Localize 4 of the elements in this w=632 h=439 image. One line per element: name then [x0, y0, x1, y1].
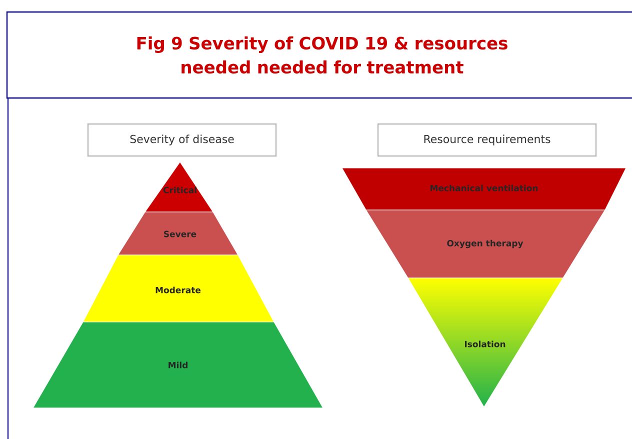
heading-box: Severity of disease	[88, 124, 276, 156]
heading-box: Resource requirements	[378, 124, 596, 156]
pyramid-level: Moderate	[82, 254, 274, 322]
title-box: Fig 9 Severity of COVID 19 & resources needed needed for treatment	[6, 11, 632, 99]
